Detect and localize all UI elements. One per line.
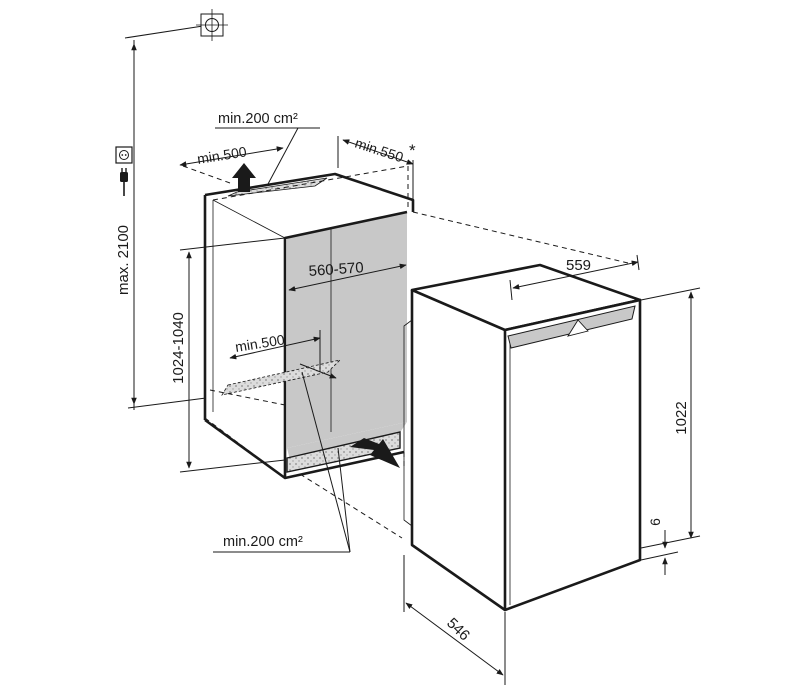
appliance-height-label: 1022	[673, 401, 690, 434]
top-depth-label: min.500	[196, 143, 248, 167]
side-clearance-label: min.550	[353, 135, 406, 166]
center-mark-icon	[196, 9, 228, 41]
floor-vent-slot	[221, 359, 342, 396]
appliance-depth-label: 546	[443, 615, 473, 645]
power-socket-icon	[115, 146, 133, 164]
appliance-width-label: 559	[566, 257, 591, 274]
bottom-airflow-arrow	[350, 438, 400, 468]
bottom-vent-area-label: min.200 cm²	[223, 534, 303, 550]
niche-height-label: 1024-1040	[170, 312, 187, 384]
niche-dimensions: min.200 cm² min.500 min.550 * 560-570 10…	[170, 111, 416, 553]
appliance-front	[503, 298, 642, 612]
appliance	[403, 263, 642, 612]
appliance-top-seal	[507, 305, 636, 349]
top-airflow-arrow	[232, 163, 256, 192]
max-height-label: max. 2100	[115, 225, 132, 295]
top-vent-area-label: min.200 cm²	[218, 111, 298, 127]
airflow-arrows	[232, 163, 400, 468]
top-vent-slot	[227, 177, 328, 197]
max-height-dimension: max. 2100	[115, 43, 207, 409]
niche-width-label: 560-570	[308, 259, 364, 280]
side-clearance-asterisk: *	[409, 141, 416, 160]
power-plug-icon	[120, 168, 128, 196]
niche-interior	[287, 212, 407, 448]
bottom-depth-label: min.500	[234, 331, 286, 355]
top-reference	[124, 25, 204, 410]
base-offset-label: 6	[647, 518, 663, 526]
